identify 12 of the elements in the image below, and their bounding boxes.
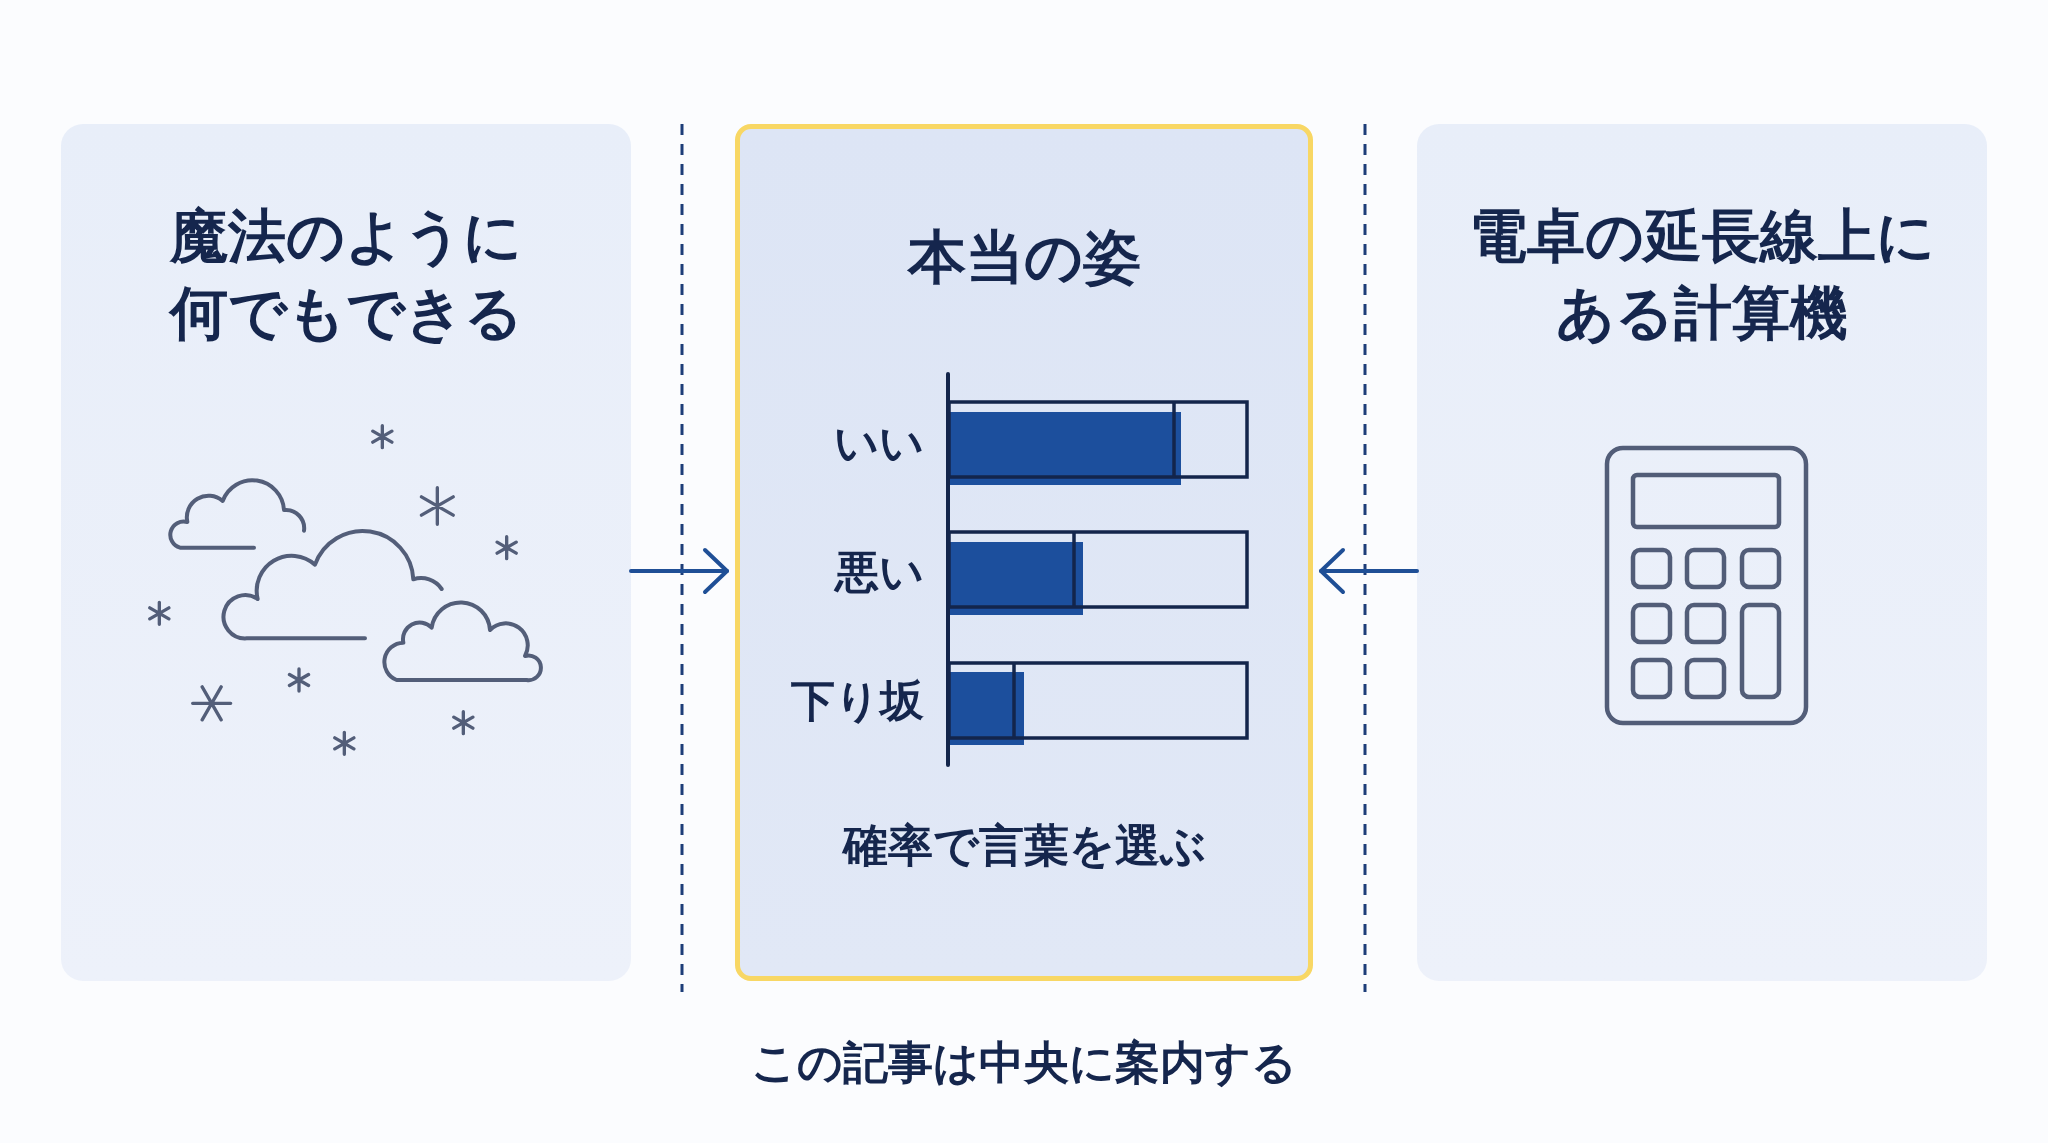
bar-label: いい (834, 417, 924, 469)
arrow (1319, 548, 1419, 594)
panel (61, 124, 631, 981)
panel-heading: 電卓の延長線上にある計算機 (1468, 201, 1936, 349)
bar-label: 悪い (835, 546, 924, 598)
arrow (629, 548, 729, 594)
panel-heading: 魔法のように何でもできる (168, 201, 524, 349)
bar-label: 下り坂 (791, 675, 924, 727)
panel-heading: 本当の姿 (906, 222, 1142, 293)
caption: この記事は中央に案内する (751, 1035, 1297, 1091)
panel (1417, 124, 1987, 981)
panel-text: 確率で言葉を選ぶ (841, 818, 1207, 874)
